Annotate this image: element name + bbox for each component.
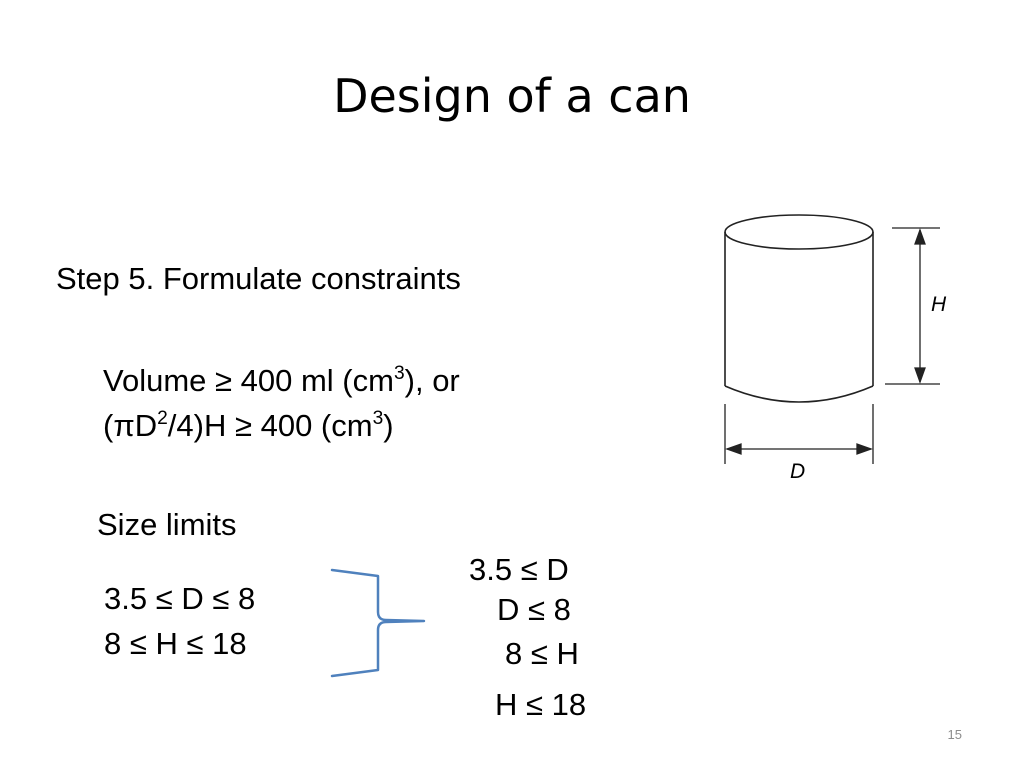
height-dimension (885, 227, 940, 385)
split-constraint-2: D ≤ 8 (497, 592, 571, 627)
formula-text-c: ) (383, 408, 394, 443)
formula-text-b: /4)H ≥ 400 (cm (167, 408, 373, 443)
step-heading: Step 5. Formulate constraints (56, 261, 461, 296)
volume-text-b: ), or (404, 363, 460, 398)
diameter-dimension (724, 404, 874, 464)
split-constraint-4: H ≤ 18 (495, 687, 587, 722)
combined-constraint-d: 3.5 ≤ D ≤ 8 (104, 581, 256, 616)
formula-sup-2: 3 (372, 408, 384, 430)
diameter-label: D (790, 460, 806, 483)
split-constraint-3: 8 ≤ H (505, 636, 579, 671)
cylinder-bottom (724, 385, 874, 403)
cylinder-top (724, 214, 874, 250)
split-constraint-1: 3.5 ≤ D (469, 552, 569, 587)
size-limits-label: Size limits (97, 507, 237, 542)
volume-sup: 3 (393, 363, 405, 385)
formula-sup-1: 2 (157, 408, 168, 430)
slide-number: 15 (947, 727, 962, 742)
formula-text-a: (πD (103, 408, 158, 443)
volume-text-a: Volume ≥ 400 ml (cm (103, 363, 394, 398)
combined-constraint-h: 8 ≤ H ≤ 18 (104, 626, 247, 661)
cylinder-diagram (724, 214, 940, 464)
volume-constraint-line-2: (πD2/4)H ≥ 400 (cm3) (103, 407, 394, 445)
curly-brace (330, 568, 426, 678)
volume-constraint-line-1: Volume ≥ 400 ml (cm3), or (103, 362, 460, 400)
slide-title: Design of a can (333, 69, 691, 123)
height-label: H (931, 293, 947, 316)
